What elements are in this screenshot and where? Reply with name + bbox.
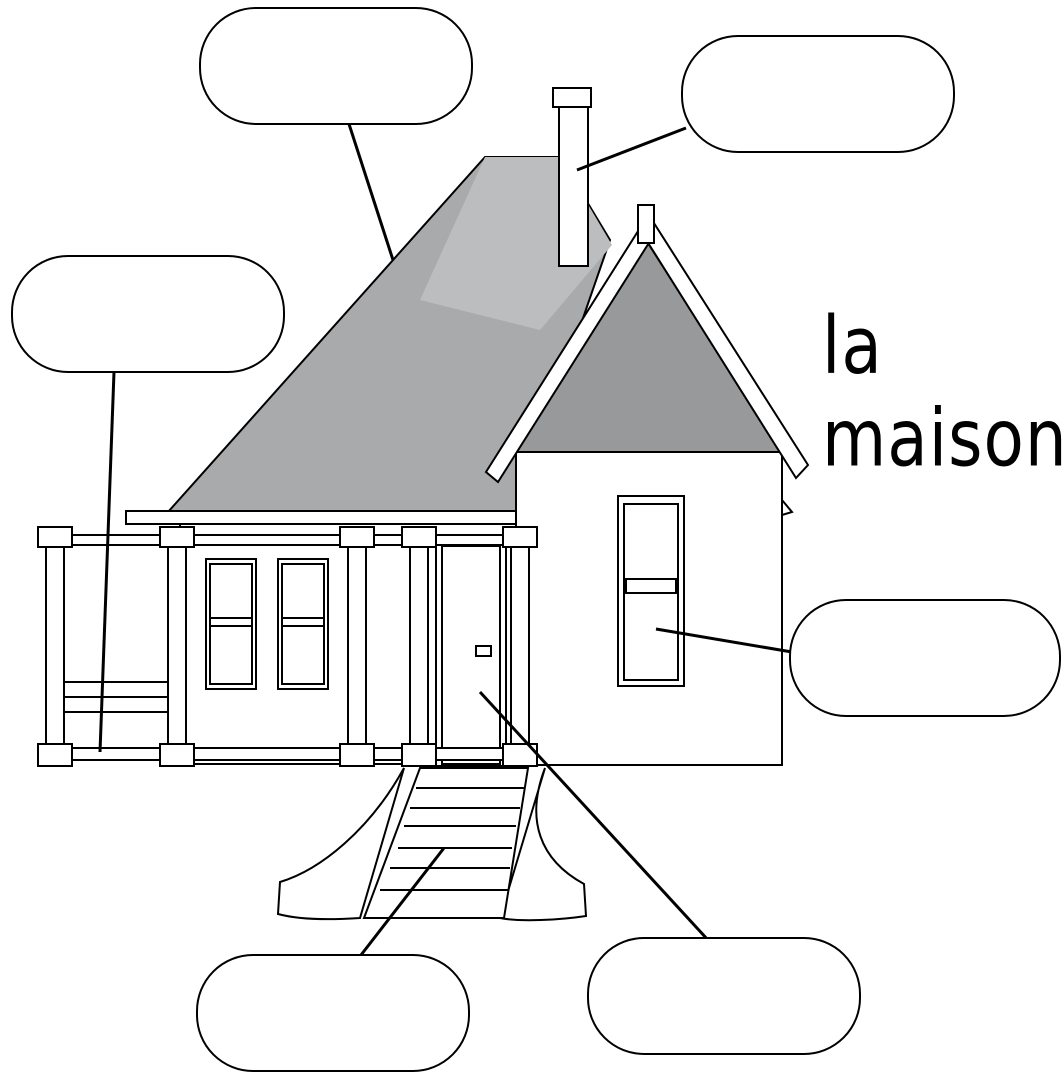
worksheet-title: la maison bbox=[822, 300, 1062, 485]
label-box-window[interactable] bbox=[790, 600, 1060, 716]
leader-chimney bbox=[577, 128, 686, 170]
chimney bbox=[553, 88, 591, 266]
leader-roof bbox=[349, 124, 393, 260]
front-steps bbox=[278, 768, 586, 920]
gable-window bbox=[618, 496, 684, 686]
label-box-door[interactable] bbox=[588, 938, 860, 1054]
main-eave bbox=[126, 511, 518, 524]
front-door bbox=[436, 540, 506, 766]
front-window-left bbox=[206, 559, 256, 689]
label-box-chimney[interactable] bbox=[682, 36, 954, 152]
label-box-steps[interactable] bbox=[197, 955, 469, 1071]
label-box-roof[interactable] bbox=[200, 8, 472, 124]
label-box-porch[interactable] bbox=[12, 256, 284, 372]
front-window-right bbox=[278, 559, 328, 689]
